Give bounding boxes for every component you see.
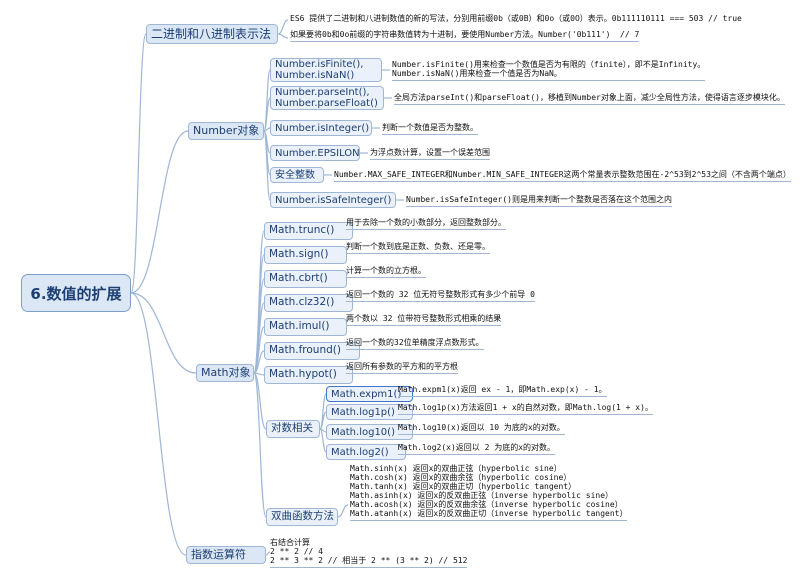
log-item-1-label: Math.log1p()	[331, 406, 395, 418]
connector-hyper-note	[337, 504, 349, 518]
math-item-0-label: Math.trunc()	[269, 224, 335, 237]
math-item-5-label: Math.fround()	[269, 344, 341, 357]
note-number-5: Number.isSafeInteger()则是用来判断一个整数是否落在这个范围…	[406, 195, 672, 207]
connector-root-exp	[130, 292, 187, 556]
branch-number-object[interactable]: Number对象	[188, 122, 264, 140]
math-hyperbolic-group-label: 双曲函数方法	[271, 510, 334, 523]
log-item-0-label: Math.expm1()	[331, 388, 402, 400]
math-log-group-label: 对数相关	[271, 422, 313, 435]
root-topic[interactable]: 6.数值的扩展	[21, 274, 131, 312]
note-log-1: Math.log1p(x)方法返回1 + x的自然对数，即Math.log(1 …	[398, 403, 653, 415]
branch-exponent-operator-label: 指数运算符	[191, 548, 246, 561]
branch-math-object[interactable]: Math对象	[196, 364, 254, 382]
connector-root-binary	[130, 33, 147, 294]
branch-binary-octal-label: 二进制和八进制表示法	[151, 26, 272, 41]
log-item-0[interactable]: Math.expm1()	[326, 386, 413, 402]
math-item-6[interactable]: Math.hypot()	[264, 366, 354, 384]
connector-math-log	[253, 372, 267, 430]
log-item-3-label: Math.log2()	[331, 446, 389, 458]
connector-math-hyper	[253, 372, 267, 518]
math-hyperbolic-group[interactable]: 双曲函数方法	[266, 508, 338, 526]
note-math-2: 计算一个数的立方根。	[346, 266, 426, 278]
math-item-1[interactable]: Math.sign()	[264, 246, 347, 264]
math-item-3[interactable]: Math.clz32()	[264, 294, 354, 312]
number-item-4-label: 安全整数	[275, 169, 315, 181]
note-math-0: 用于去除一个数的小数部分，返回整数部分。	[346, 218, 506, 230]
note-exponent: 右结合计算 2 ** 2 // 4 2 ** 3 ** 2 // 相当于 2 *…	[270, 538, 468, 568]
note-math-3: 返回一个数的 32 位无符号整数形式有多少个前导 0	[346, 290, 535, 302]
note-log-0: Math.expm1(x)返回 ex - 1，即Math.exp(x) - 1。	[398, 385, 607, 397]
note-math-1: 判断一个数到底是正数、负数、还是零。	[346, 242, 490, 254]
math-item-4[interactable]: Math.imul()	[264, 318, 347, 336]
math-item-6-label: Math.hypot()	[269, 368, 337, 381]
number-item-0-label: Number.isNaN()	[275, 70, 355, 81]
log-item-2[interactable]: Math.log10()	[326, 424, 413, 440]
branch-math-object-label: Math对象	[201, 366, 251, 379]
note-math-5: 返回一个数的32位单精度浮点数形式。	[346, 338, 484, 350]
note-math-6: 返回所有参数的平方和的平方根	[346, 362, 458, 374]
connector-math-item	[253, 350, 265, 374]
number-item-1[interactable]: Number.parseInt(),Number.parseFloat()	[270, 86, 384, 110]
connector-log-item	[319, 428, 327, 453]
number-item-2[interactable]: Number.isInteger()	[270, 120, 372, 136]
log-item-1[interactable]: Math.log1p()	[326, 404, 413, 420]
connector-number-item	[263, 97, 271, 132]
number-item-1-label: Number.parseFloat()	[275, 98, 378, 109]
math-item-2[interactable]: Math.cbrt()	[264, 270, 347, 288]
number-item-0-label: Number.isFinite(),	[275, 59, 364, 70]
number-item-1-label: Number.parseInt(),	[275, 87, 370, 98]
math-item-5[interactable]: Math.fround()	[264, 342, 360, 360]
log-item-2-label: Math.log10()	[331, 426, 395, 438]
math-item-3-label: Math.clz32()	[269, 296, 335, 309]
connector-binary-note2	[277, 33, 289, 39]
math-item-1-label: Math.sign()	[269, 248, 329, 261]
number-item-2-label: Number.isInteger()	[275, 122, 370, 134]
note-number-1: 全局方法parseInt()和parseFloat()，移植到Number对象上…	[394, 93, 785, 105]
number-item-3-label: Number.EPSILON	[275, 147, 360, 159]
math-item-4-label: Math.imul()	[269, 320, 330, 333]
number-item-5[interactable]: Number.isSafeInteger()	[270, 192, 396, 208]
connector-number-item	[263, 130, 271, 201]
log-item-3[interactable]: Math.log2()	[326, 444, 407, 460]
number-item-4[interactable]: 安全整数	[270, 167, 324, 183]
number-item-3[interactable]: Number.EPSILON	[270, 145, 360, 161]
note-number-0: Number.isFinite()用来检查一个数值是否为有限的（finite），…	[392, 60, 706, 81]
number-item-5-label: Number.isSafeInteger()	[275, 194, 392, 206]
branch-exponent-operator[interactable]: 指数运算符	[186, 546, 266, 564]
note-math-4: 两个数以 32 位带符号整数形式相乘的结果	[346, 314, 502, 326]
number-item-0[interactable]: Number.isFinite(),Number.isNaN()	[270, 58, 382, 82]
note-hyperbolic: Math.sinh(x) 返回x的双曲正弦（hyperbolic sine） M…	[350, 464, 628, 521]
note-binary-1: ES6 提供了二进制和八进制数值的新的写法，分别用前缀0b（或0B）和0o（或0…	[290, 14, 742, 23]
math-item-2-label: Math.cbrt()	[269, 272, 328, 285]
connector-root-number	[130, 130, 189, 294]
note-number-3: 为浮点数计算，设置一个误差范围	[370, 148, 490, 160]
math-log-group[interactable]: 对数相关	[266, 420, 320, 438]
connector-root-math	[130, 292, 197, 374]
note-log-3: Math.log2(x)返回以 2 为底的x的对数。	[398, 443, 556, 455]
branch-number-object-label: Number对象	[193, 124, 260, 137]
connector-binary-note1	[277, 19, 289, 35]
note-number-4: Number.MAX_SAFE_INTEGER和Number.MIN_SAFE_…	[334, 170, 791, 182]
note-log-2: Math.log10(x)返回以 10 为底的x的对数。	[398, 423, 565, 435]
note-binary-2: 如果要将0b和0o前缀的字符串数值转为十进制，要使用Number方法。Numbe…	[290, 30, 640, 42]
connector-exp-note	[265, 551, 271, 556]
branch-binary-octal[interactable]: 二进制和八进制表示法	[146, 24, 278, 44]
math-item-0[interactable]: Math.trunc()	[264, 222, 354, 240]
note-number-2: 判断一个数值是否为整数。	[382, 123, 478, 135]
